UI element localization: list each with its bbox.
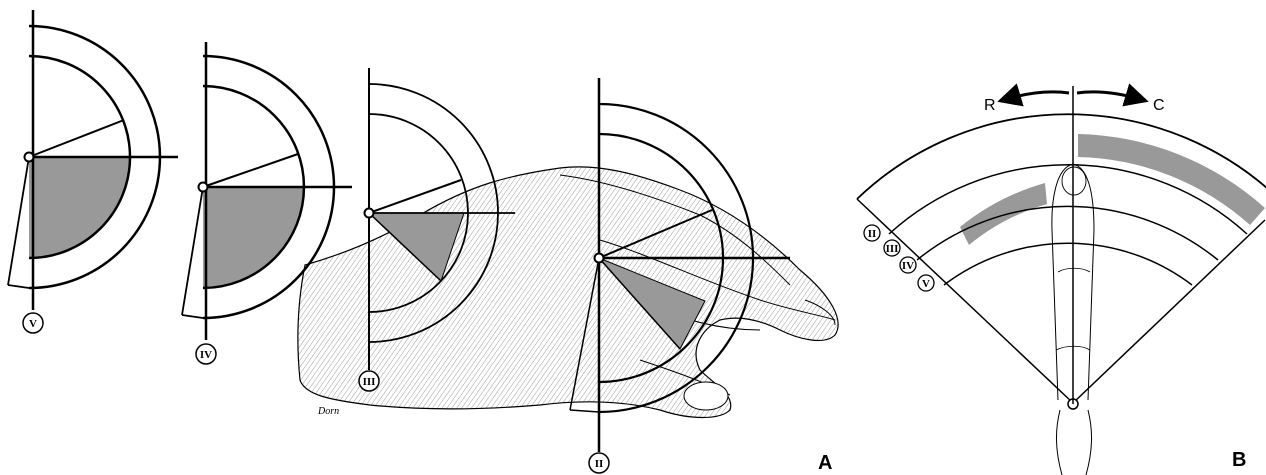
- panel-b: R C II III IV V B: [857, 86, 1266, 475]
- fan-arc-3: [917, 206, 1218, 260]
- artist-signature: Dorn: [317, 406, 339, 417]
- arrow-left: [1003, 92, 1069, 100]
- ring-label-iii: III: [884, 240, 900, 256]
- finger-label-v: V: [23, 313, 43, 333]
- ring-label-v: V: [918, 275, 934, 291]
- finger-label-ii: II: [589, 453, 609, 473]
- finger-label-iv: IV: [196, 344, 216, 364]
- panel-a: V IV: [8, 10, 838, 474]
- svg-text:V: V: [29, 318, 37, 330]
- direction-label-right: C: [1153, 97, 1165, 114]
- shaded-band-outer: [1078, 134, 1265, 225]
- panel-a-letter: A: [818, 452, 832, 474]
- fan-right-edge: [1073, 220, 1265, 403]
- finger-label-iii: III: [359, 371, 379, 391]
- svg-text:III: III: [886, 243, 899, 255]
- ring-label-ii: II: [864, 225, 880, 241]
- svg-text:IV: IV: [902, 260, 914, 272]
- direction-label-left: R: [984, 97, 996, 114]
- svg-text:IV: IV: [200, 349, 212, 361]
- svg-text:II: II: [595, 458, 604, 470]
- fan-arc-4: [944, 243, 1192, 285]
- panel-b-letter: B: [1232, 449, 1246, 471]
- goniometer-v: V: [8, 10, 178, 333]
- arrow-right: [1077, 92, 1143, 100]
- svg-text:II: II: [868, 228, 877, 240]
- svg-text:V: V: [922, 278, 930, 290]
- shaded-band-inner: [960, 183, 1047, 245]
- svg-text:III: III: [363, 376, 376, 388]
- ring-label-iv: IV: [900, 257, 916, 273]
